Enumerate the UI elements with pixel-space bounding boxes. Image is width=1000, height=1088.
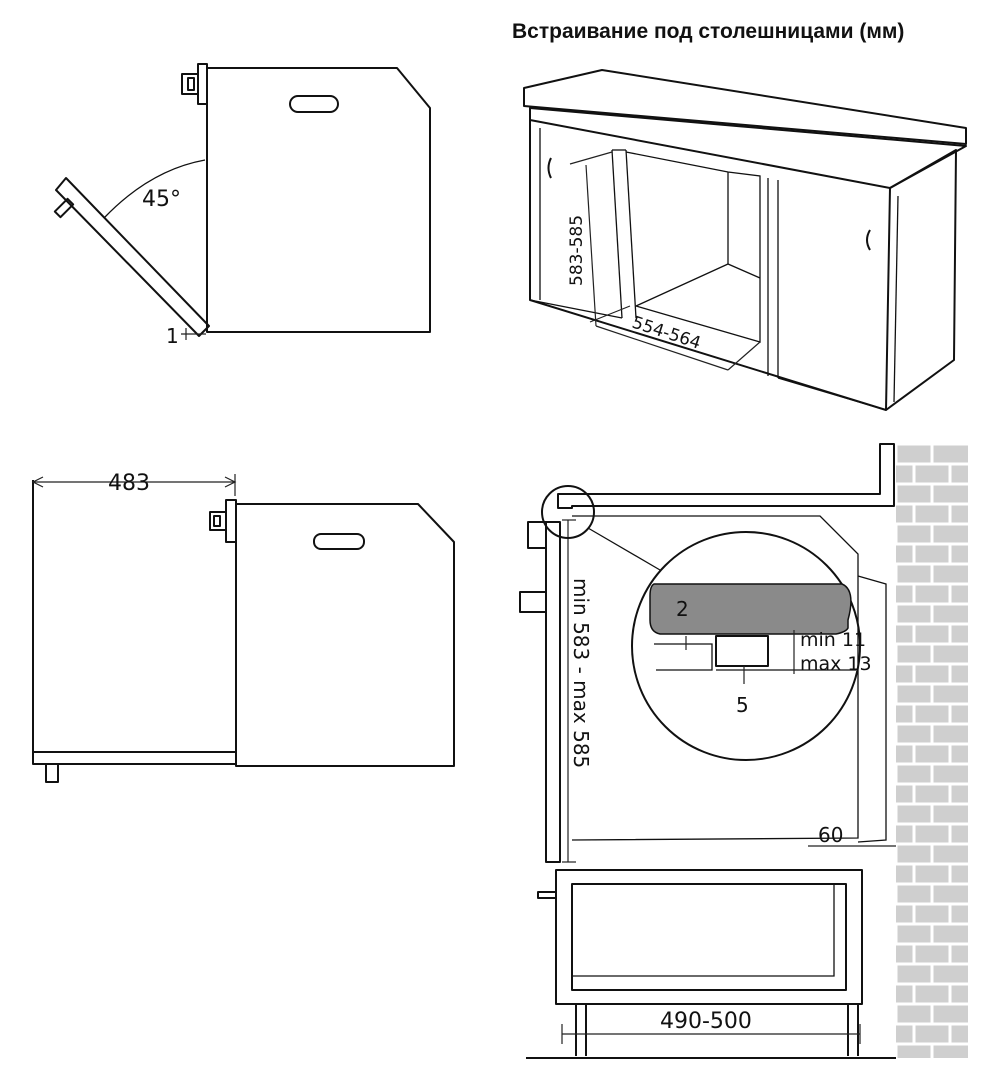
brick-wall xyxy=(894,442,968,1058)
zoom-min-label: min 11 xyxy=(800,629,866,651)
installation-section-view: min 583 - max 585 60 490-500 2 5 min 11 … xyxy=(519,442,968,1059)
cabinet-perspective-view: 583-585 554-564 xyxy=(523,69,967,411)
niche-width-label: 554-564 xyxy=(629,313,703,354)
rear-gap-label: 60 xyxy=(818,823,843,847)
install-height-label: min 583 - max 585 xyxy=(569,578,593,768)
oven-door-open-view: 45° 1 xyxy=(53,63,431,348)
door-angle-label: 45° xyxy=(142,187,181,212)
zoom-panel-label: 2 xyxy=(676,597,689,621)
install-depth-label: 490-500 xyxy=(660,1009,752,1034)
zoom-bottom-label: 5 xyxy=(736,693,749,717)
niche-height-label: 583-585 xyxy=(567,215,587,286)
oven-door-depth-view: 483 xyxy=(31,471,455,783)
door-depth-label: 483 xyxy=(108,471,150,496)
zoom-max-label: max 13 xyxy=(800,653,872,675)
page-title: Встраивание под столешницами (мм) xyxy=(512,20,905,43)
door-gap-label: 1 xyxy=(166,324,179,348)
